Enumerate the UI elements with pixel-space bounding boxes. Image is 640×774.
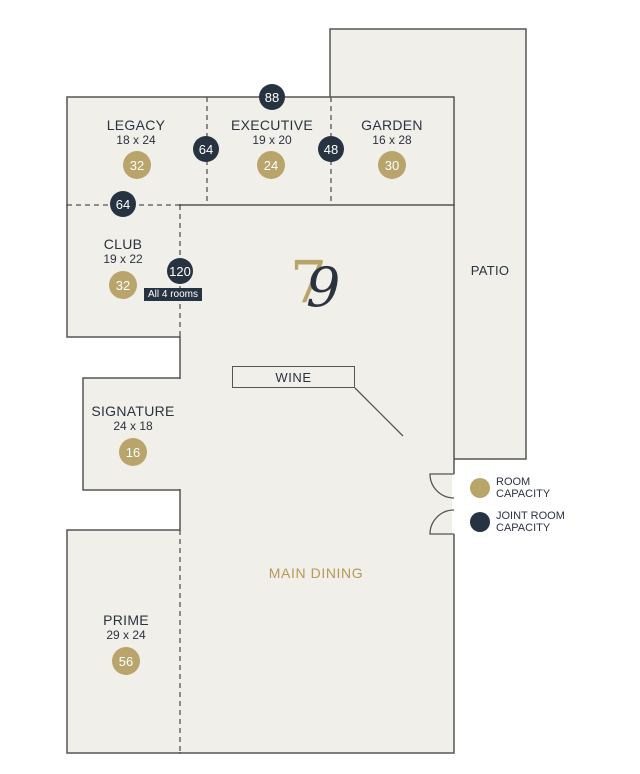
all-rooms-tag: All 4 rooms — [144, 288, 203, 301]
legacy-room-label: LEGACY 18 x 24 — [107, 117, 166, 147]
room-name: EXECUTIVE — [230, 117, 314, 133]
restaurant-logo: 7 9 — [290, 248, 350, 322]
room-name: LEGACY — [106, 117, 166, 133]
room-capacity-badge: 32 — [109, 271, 137, 299]
room-size: 24 x 18 — [113, 419, 153, 433]
room-name: CLUB — [103, 236, 143, 252]
logo-digit-seven: 7 — [290, 248, 327, 316]
legend-joint-capacity-text: JOINT ROOM CAPACITY — [496, 510, 565, 534]
prime-room-area — [66, 529, 181, 754]
room-size: 18 x 24 — [116, 133, 156, 147]
room-name: SIGNATURE — [91, 403, 175, 419]
joint-capacity-badge: 88 — [259, 84, 285, 110]
joint-capacity-badge: 64 — [110, 191, 136, 217]
joint-capacity-badge: 64 — [193, 136, 219, 162]
signature-room-label: SIGNATURE 24 x 18 — [91, 403, 174, 433]
room-capacity-badge: 32 — [123, 151, 151, 179]
room-capacity-badge: 16 — [119, 438, 147, 466]
prime-room-label: PRIME 29 x 24 — [103, 612, 149, 642]
garden-room-label: GARDEN 16 x 28 — [361, 117, 423, 147]
patio-label: PATIO — [470, 263, 510, 278]
joint-capacity-badge: 48 — [318, 136, 344, 162]
room-name: PRIME — [103, 612, 149, 628]
main-dining-label: MAIN DINING — [268, 565, 364, 581]
room-capacity-badge: 24 — [257, 151, 285, 179]
main-dining-area — [179, 204, 455, 754]
executive-room-label: EXECUTIVE 19 x 20 — [231, 117, 313, 147]
legend-room-capacity-icon — [470, 478, 490, 498]
room-size: 19 x 20 — [252, 133, 292, 147]
wine-label: WINE — [232, 366, 355, 388]
room-size: 16 x 28 — [372, 133, 412, 147]
logo-digit-nine: 9 — [306, 256, 341, 319]
room-name: GARDEN — [361, 117, 423, 133]
room-size: 19 x 22 — [103, 252, 143, 266]
legend-joint-capacity-icon — [470, 512, 490, 532]
signature-room-area — [82, 377, 181, 491]
wine-display-line — [354, 387, 404, 437]
room-capacity-badge: 30 — [378, 151, 406, 179]
legend-room-capacity-text: ROOM CAPACITY — [496, 476, 551, 500]
room-size: 29 x 24 — [106, 628, 146, 642]
club-room-label: CLUB 19 x 22 — [103, 236, 142, 266]
room-capacity-badge: 56 — [112, 647, 140, 675]
joint-capacity-badge: 120 — [167, 258, 193, 284]
entrance-door-icon — [429, 473, 455, 535]
